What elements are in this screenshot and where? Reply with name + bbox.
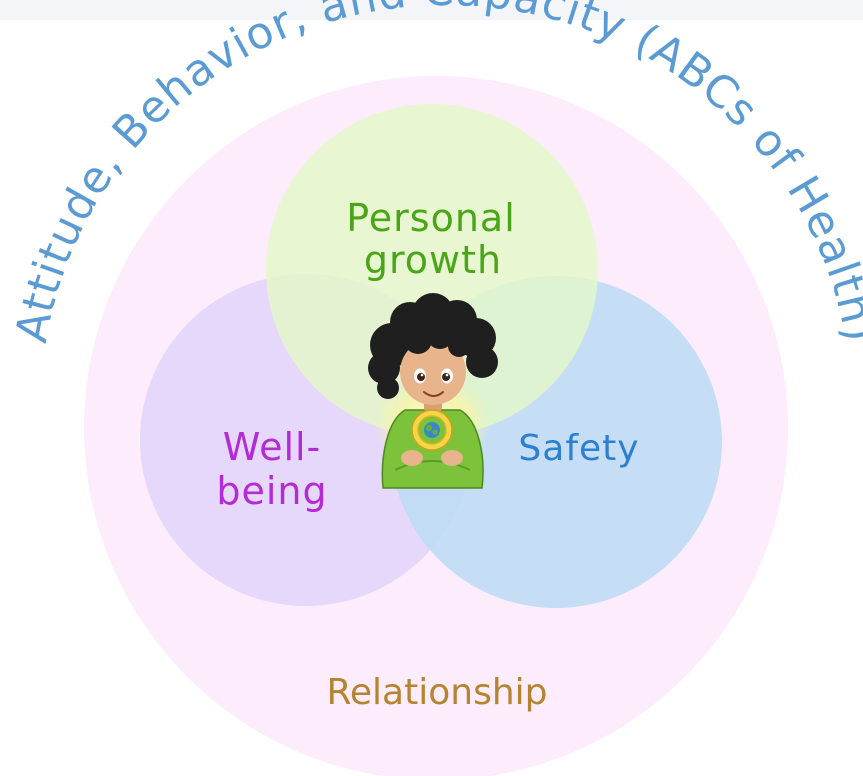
right-hand — [441, 450, 463, 466]
personal-growth-circle — [266, 104, 598, 436]
safety-label: Safety — [518, 428, 639, 469]
top-band — [0, 0, 863, 20]
well-being-label-line1: Well- — [223, 425, 322, 469]
sweater-fold — [394, 460, 471, 471]
left-hand — [401, 450, 423, 466]
face — [400, 339, 466, 405]
well-being-label-line2: being — [216, 469, 327, 513]
hair-bangs — [404, 323, 470, 357]
child-character-illustration — [368, 293, 498, 489]
relationship-label: Relationship — [327, 672, 548, 713]
personal-growth-label-line1: Personal — [346, 196, 516, 240]
wellbeing-badge — [411, 409, 453, 451]
smile — [423, 391, 444, 397]
personal-growth-label-line2: growth — [364, 238, 502, 282]
